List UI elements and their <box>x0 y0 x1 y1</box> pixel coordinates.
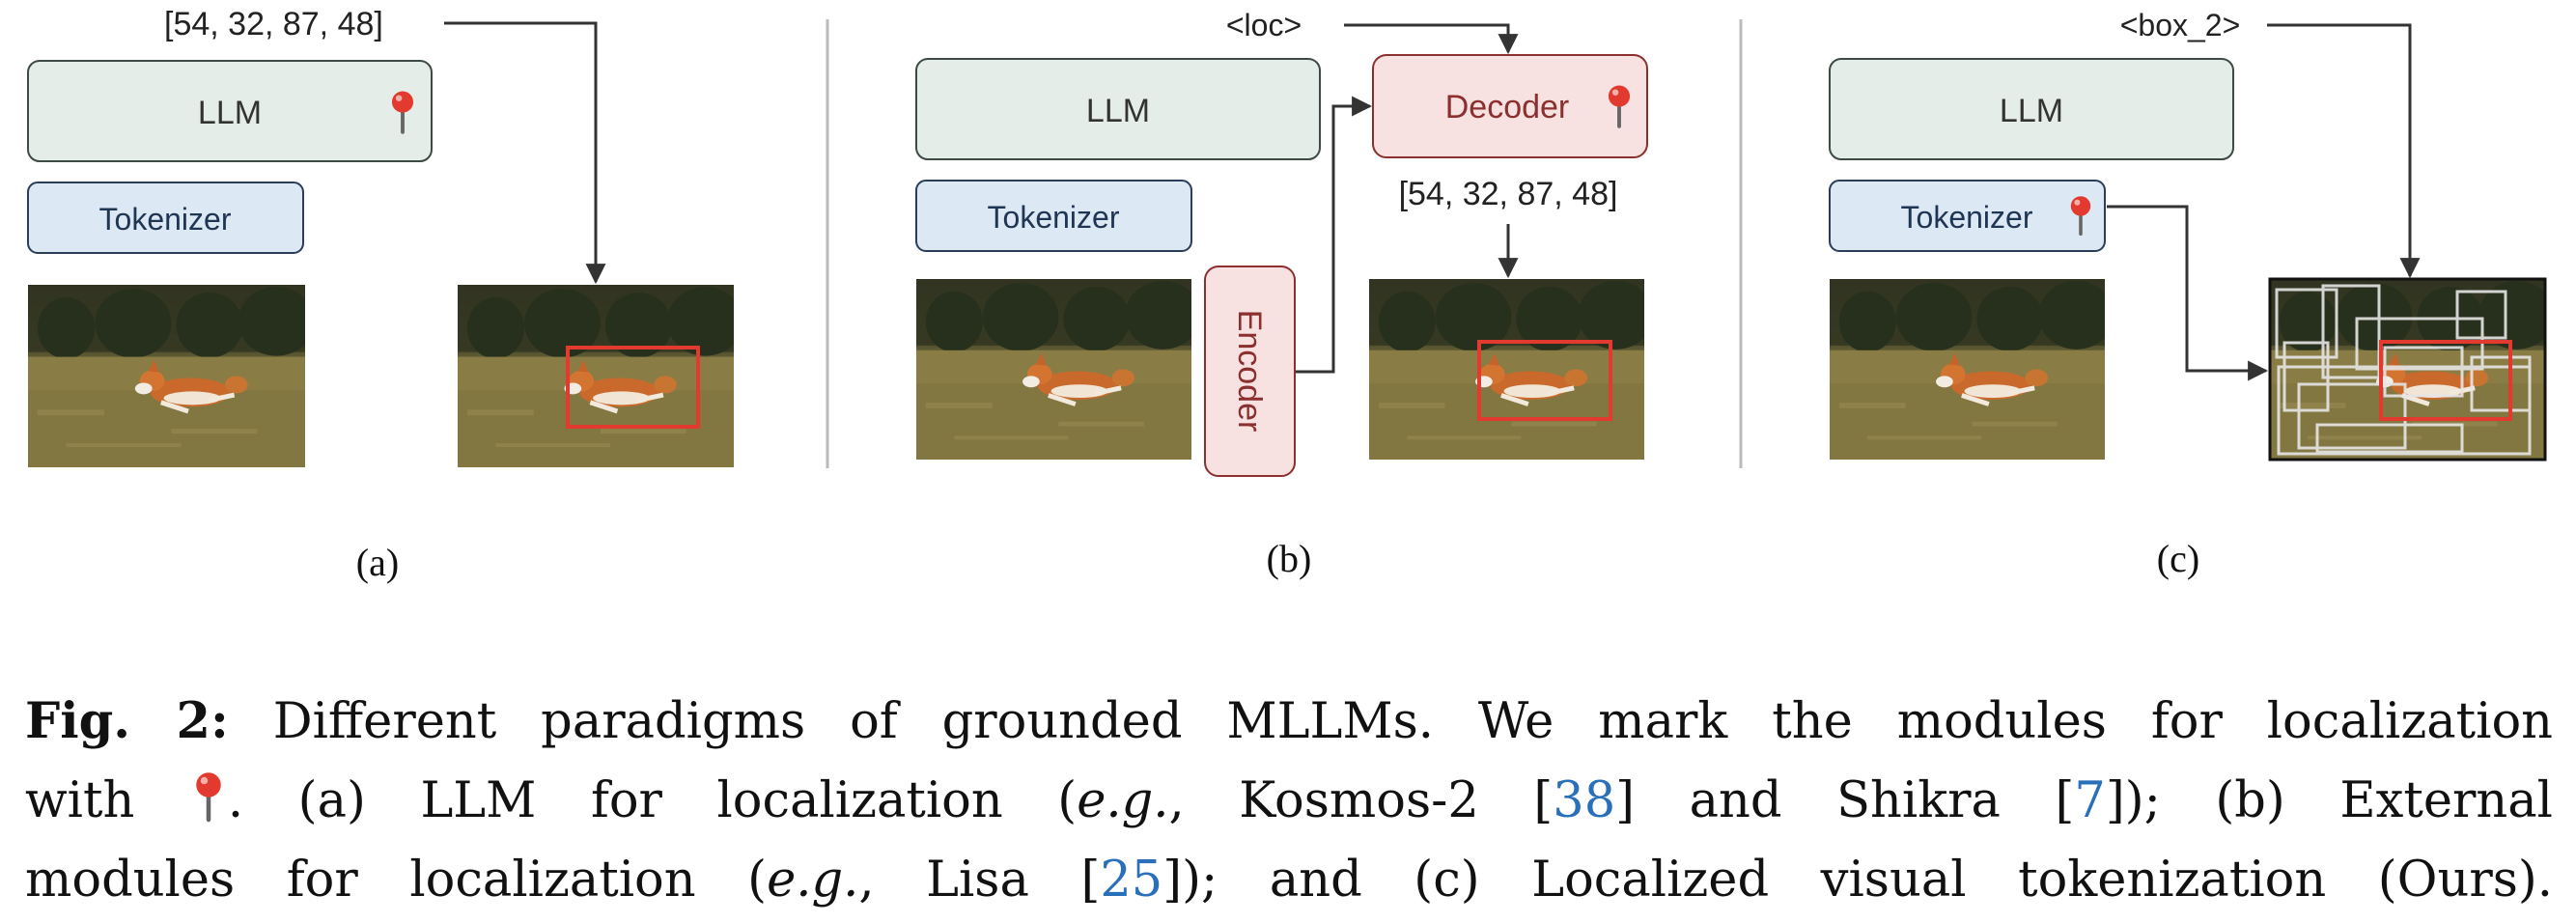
caption-text: ]); and (c) Localized visual tokenizatio… <box>1162 852 2553 909</box>
tokenizer-box <box>27 182 304 254</box>
llm-box <box>915 58 1321 160</box>
figure-caption: Fig. 2: Different paradigms of grounded … <box>25 682 2555 920</box>
caption-text: with <box>25 772 135 829</box>
caption-line-2: with . (a) LLM for localization (e.g., K… <box>25 762 2553 841</box>
decoder-box <box>1372 54 1648 158</box>
caption-text: ]); (b) External <box>2105 772 2553 829</box>
decoder-label: Decoder <box>1445 89 1570 126</box>
bounding-box <box>566 346 700 429</box>
caption-eg: e.g. <box>767 852 859 909</box>
llm-box <box>27 60 433 162</box>
loc-token: <loc> <box>1226 8 1302 42</box>
caption-text: . (a) LLM for localization ( <box>227 772 1078 829</box>
caption-line-3: modules for localization (e.g., Lisa [25… <box>25 841 2553 920</box>
output-image-with-boxes <box>2268 277 2547 462</box>
caption-text: Different paradigms of grounded MLLMs. W… <box>272 693 2553 750</box>
arrow-token-to-decoder <box>1344 23 1519 55</box>
llm-label: LLM <box>2000 93 2063 129</box>
llm-box <box>1829 58 2234 160</box>
tokenizer-label: Tokenizer <box>99 202 232 237</box>
citation-link[interactable]: 7 <box>2074 772 2106 829</box>
encoder-box <box>1204 266 1296 477</box>
subcaption-c: (c) <box>2157 537 2199 580</box>
caption-text: , Kosmos-2 [ <box>1168 772 1554 829</box>
arrow-encoder-to-decoder <box>1296 96 1373 374</box>
tokenizer-box <box>1829 180 2106 252</box>
encoder-label: Encoder <box>1231 310 1268 433</box>
llm-label: LLM <box>1086 93 1150 129</box>
input-image <box>28 285 305 467</box>
output-coordinates: [54, 32, 87, 48] <box>1399 176 1618 212</box>
bounding-box <box>1477 340 1612 421</box>
output-coordinates: [54, 32, 87, 48] <box>164 6 383 42</box>
tokenizer-label: Tokenizer <box>1901 200 2033 235</box>
pin-icon <box>196 772 221 823</box>
tokenizer-box <box>915 180 1192 252</box>
figure-label: Fig. 2: <box>25 692 229 750</box>
caption-text: modules for localization ( <box>25 852 768 909</box>
panel-b: LLM Tokenizer Encoder Decoder <loc> [54,… <box>915 8 1648 580</box>
arrow-token-to-image <box>2267 23 2421 279</box>
panel-a: LLM Tokenizer [54, 32, 87, 48] (a) <box>27 6 734 584</box>
panel-c: LLM Tokenizer <box_2> (c) <box>1829 8 2547 580</box>
input-image <box>1830 279 2105 460</box>
input-image <box>916 279 1191 460</box>
caption-line-1: Fig. 2: Different paradigms of grounded … <box>25 682 2553 762</box>
diagram: LLM Tokenizer [54, 32, 87, 48] (a) LLM T… <box>27 6 2547 584</box>
arrow-tokenizer-to-image <box>2107 205 2269 381</box>
output-image <box>458 285 734 467</box>
llm-label: LLM <box>198 95 262 131</box>
arrow-output-to-image <box>444 21 606 285</box>
caption-text: , Lisa [ <box>858 852 1101 909</box>
citation-link[interactable]: 38 <box>1553 772 1616 829</box>
box-token: <box_2> <box>2120 8 2241 42</box>
subcaption-b: (b) <box>1267 537 1312 580</box>
caption-text: ] and Shikra [ <box>1615 772 2075 829</box>
tokenizer-label: Tokenizer <box>988 200 1120 235</box>
citation-link[interactable]: 25 <box>1100 852 1163 909</box>
subcaption-a: (a) <box>356 541 399 584</box>
caption-eg: e.g. <box>1077 772 1169 829</box>
